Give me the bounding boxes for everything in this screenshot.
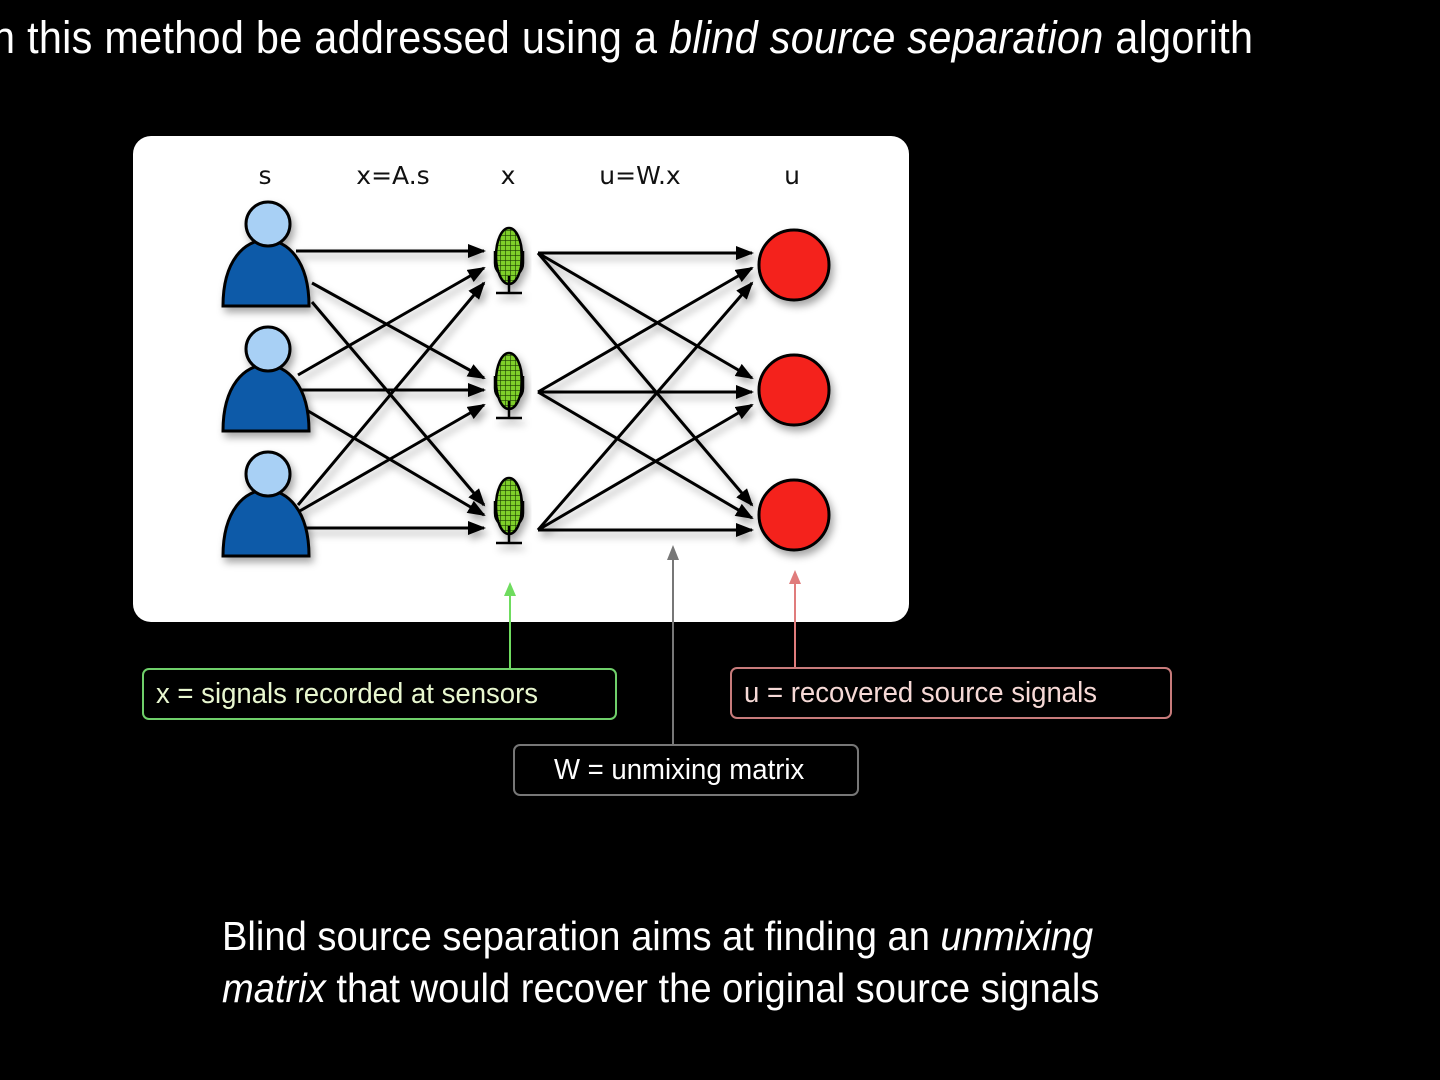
pointer-recovered-head	[789, 570, 801, 584]
callout-unmixing-text: W = unmixing matrix	[554, 754, 805, 786]
mix-arrow-s2-x1	[297, 266, 486, 377]
pointer-unmixing-head	[667, 545, 679, 560]
unmix-arrow-x2-u3	[537, 390, 754, 520]
pointer-sensors-head	[504, 582, 516, 596]
mixing-arrows	[296, 244, 754, 537]
unmix-arrow-x1-u2	[537, 251, 754, 380]
person-icon	[221, 450, 311, 558]
unmix-arrow-x2-u1	[537, 266, 754, 394]
red-circle-icon	[757, 228, 831, 302]
callout-sensors: x = signals recorded at sensors	[142, 668, 617, 720]
slide-title: n this method be addressed using a blind…	[0, 12, 1253, 64]
label-s: s	[258, 161, 271, 190]
microphone-icon	[493, 476, 525, 545]
label-mixing: x=A.s	[356, 161, 429, 190]
microphone-icon	[493, 351, 525, 420]
unmix-arrow-x3-u1	[536, 281, 754, 531]
slide-caption: Blind source separation aims at finding …	[222, 910, 1232, 1014]
callout-recovered-text: u = recovered source signals	[744, 677, 1097, 709]
label-u: u	[784, 161, 800, 190]
unmix-arrow-x1-u3	[536, 252, 754, 507]
red-circle-icon	[757, 353, 831, 427]
outputs-group	[757, 228, 831, 552]
callout-recovered: u = recovered source signals	[730, 667, 1172, 719]
sources-group	[221, 200, 311, 558]
caption-line2-em: matrix	[222, 965, 326, 1011]
label-unmixing: u=W.x	[599, 161, 680, 190]
label-x: x	[501, 161, 516, 190]
mix-arrow-s1-x3	[310, 301, 486, 507]
person-icon	[221, 325, 311, 433]
title-prefix: n this method be addressed using a	[0, 12, 670, 63]
mix-arrow-s3-x2	[297, 403, 486, 514]
caption-line1-em: unmixing	[940, 913, 1094, 959]
caption-line1-plain: Blind source separation aims at finding …	[222, 913, 941, 959]
caption-line-1: Blind source separation aims at finding …	[222, 910, 1161, 962]
callout-sensors-text: x = signals recorded at sensors	[156, 678, 539, 710]
callout-pointers	[504, 545, 801, 744]
person-icon	[221, 200, 311, 308]
caption-line2-plain: that would recover the original source s…	[325, 965, 1100, 1011]
unmix-arrow-x3-u2	[537, 403, 754, 532]
title-suffix: algorith	[1103, 12, 1254, 63]
callout-unmixing: W = unmixing matrix	[513, 744, 859, 796]
caption-line-2: matrix that would recover the original s…	[222, 962, 1161, 1014]
red-circle-icon	[757, 478, 831, 552]
mix-arrow-s3-x1	[296, 281, 486, 506]
microphone-icon	[493, 226, 525, 295]
title-emphasis: blind source separation	[669, 12, 1104, 63]
mix-arrow-s1-x2	[311, 281, 486, 380]
sensors-group	[493, 226, 525, 545]
